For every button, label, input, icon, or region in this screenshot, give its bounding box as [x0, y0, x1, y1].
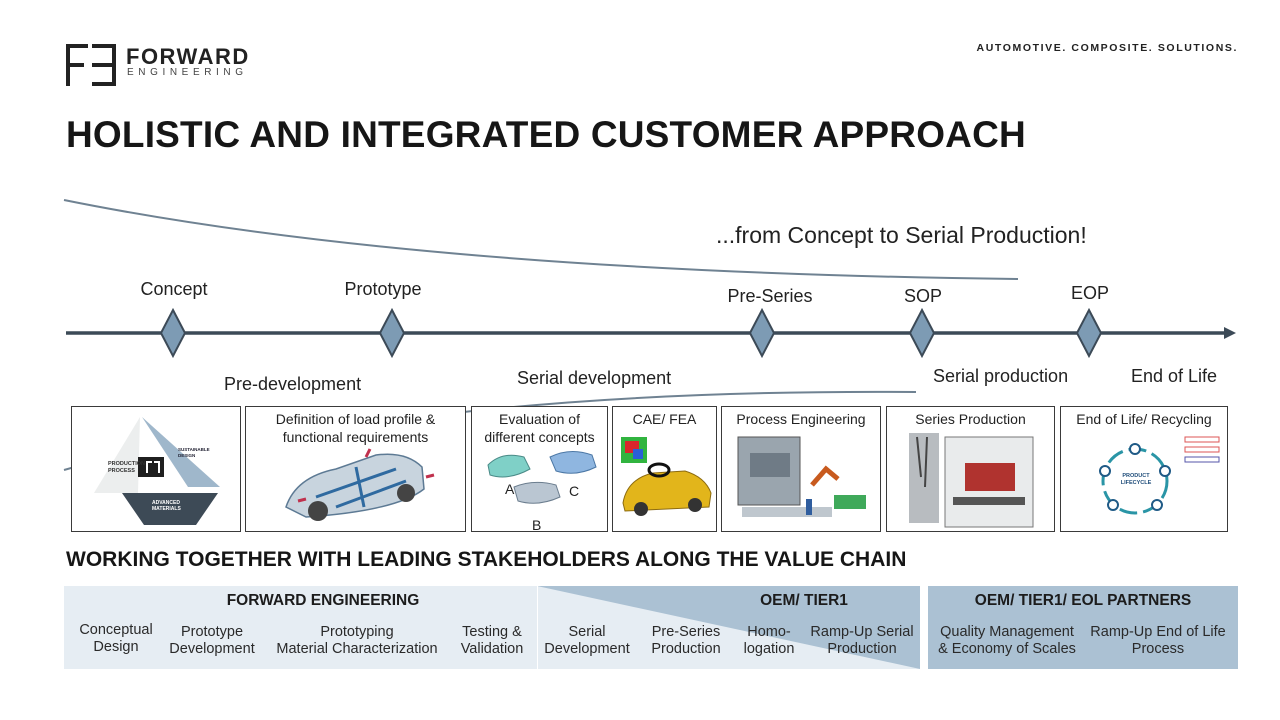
phase-label-serial-production: Serial production: [933, 366, 1069, 386]
card-title-series: Series Production: [915, 411, 1026, 427]
stage-label-sop: SOP: [903, 286, 943, 306]
concept-variants-icon: [487, 451, 597, 504]
approach-triangle-icon: [94, 417, 220, 525]
logo-subword: ENGINEERING: [127, 67, 248, 78]
phase-label-pre-development: Pre-development: [224, 374, 362, 394]
group-title-partners: OEM/ TIER1/ EOL PARTNERS: [974, 592, 1192, 609]
phase-label-end-of-life: End of Life: [1131, 366, 1218, 386]
subtitle: ...from Concept to Serial Production!: [716, 222, 1087, 248]
group-title-forward: FORWARD ENGINEERING: [226, 592, 420, 609]
triangle-label-materials: ADVANCED MATERIALS: [152, 500, 181, 512]
triangle-label-sustainable: SUSTAINABLE DESIGN: [178, 447, 210, 458]
milestone-pre-series-icon: [748, 307, 776, 359]
concept-label-c: C: [569, 483, 580, 499]
forward-engineering-logo-icon: [66, 44, 116, 86]
card-concepts: Evaluation of different concepts A C B: [471, 406, 608, 532]
page-title: HOLISTIC AND INTEGRATED CUSTOMER APPROAC…: [66, 114, 1026, 155]
fea-car-icon: [621, 437, 712, 516]
card-title-concepts: Evaluation of different concepts: [484, 411, 595, 445]
step-testing-validation: Testing &Validation: [460, 624, 524, 657]
stage-label-concept: Concept: [140, 279, 208, 299]
card-title-load-profile: Definition of load profile & functional …: [275, 411, 436, 445]
milestone-concept-icon: [159, 307, 187, 359]
milestone-sop-icon: [908, 307, 936, 359]
stage-label-eop: EOP: [1070, 283, 1110, 303]
step-homologation: Homo-logation: [743, 624, 795, 657]
card-process: Process Engineering: [721, 406, 881, 532]
top-curve: [63, 199, 1019, 280]
group-title-oem: OEM/ TIER1: [760, 592, 848, 609]
product-lifecycle-icon: [1099, 436, 1220, 515]
card-cae: CAE/ FEA: [612, 406, 717, 532]
step-quality-management: Quality Management& Economy of Scales: [938, 624, 1076, 657]
triangle-label-production: PRODUCTION PROCESS: [108, 461, 145, 474]
card-title-cae: CAE/ FEA: [632, 411, 697, 427]
stage-label-pre-series: Pre-Series: [727, 286, 813, 306]
milestone-prototype-icon: [378, 307, 406, 359]
logo-wordmark: FORWARD: [126, 44, 250, 69]
lifecycle-center-label: PRODUCT LIFECYCLE: [1120, 473, 1152, 486]
card-load-profile: Definition of load profile & functional …: [245, 406, 466, 532]
car-body-structure-icon: [285, 448, 435, 521]
concept-label-b: B: [532, 517, 542, 532]
milestone-eop-icon: [1075, 307, 1103, 359]
value-chain-band-partners: [928, 586, 1238, 669]
band-divider: [537, 586, 538, 669]
oem-band-wedge: [537, 586, 920, 669]
timeline-arrowhead: [1224, 327, 1236, 339]
value-chain-heading: WORKING TOGETHER WITH LEADING STAKEHOLDE…: [66, 548, 907, 571]
concept-label-a: A: [505, 481, 515, 497]
card-title-eol: End of Life/ Recycling: [1076, 411, 1212, 427]
stage-label-prototype: Prototype: [344, 279, 422, 299]
card-eol: End of Life/ Recycling PRODUCT LIFECYCLE: [1060, 406, 1228, 532]
card-series: Series Production: [886, 406, 1055, 532]
press-machine-icon: [909, 433, 1034, 528]
card-title-process: Process Engineering: [736, 411, 866, 427]
tagline: AUTOMOTIVE. COMPOSITE. SOLUTIONS.: [976, 42, 1238, 54]
card-approach-triangle: PRODUCTION PROCESS SUSTAINABLE DESIGN AD…: [71, 406, 241, 532]
phase-label-serial-development: Serial development: [517, 368, 672, 388]
process-line-icon: [737, 436, 866, 517]
